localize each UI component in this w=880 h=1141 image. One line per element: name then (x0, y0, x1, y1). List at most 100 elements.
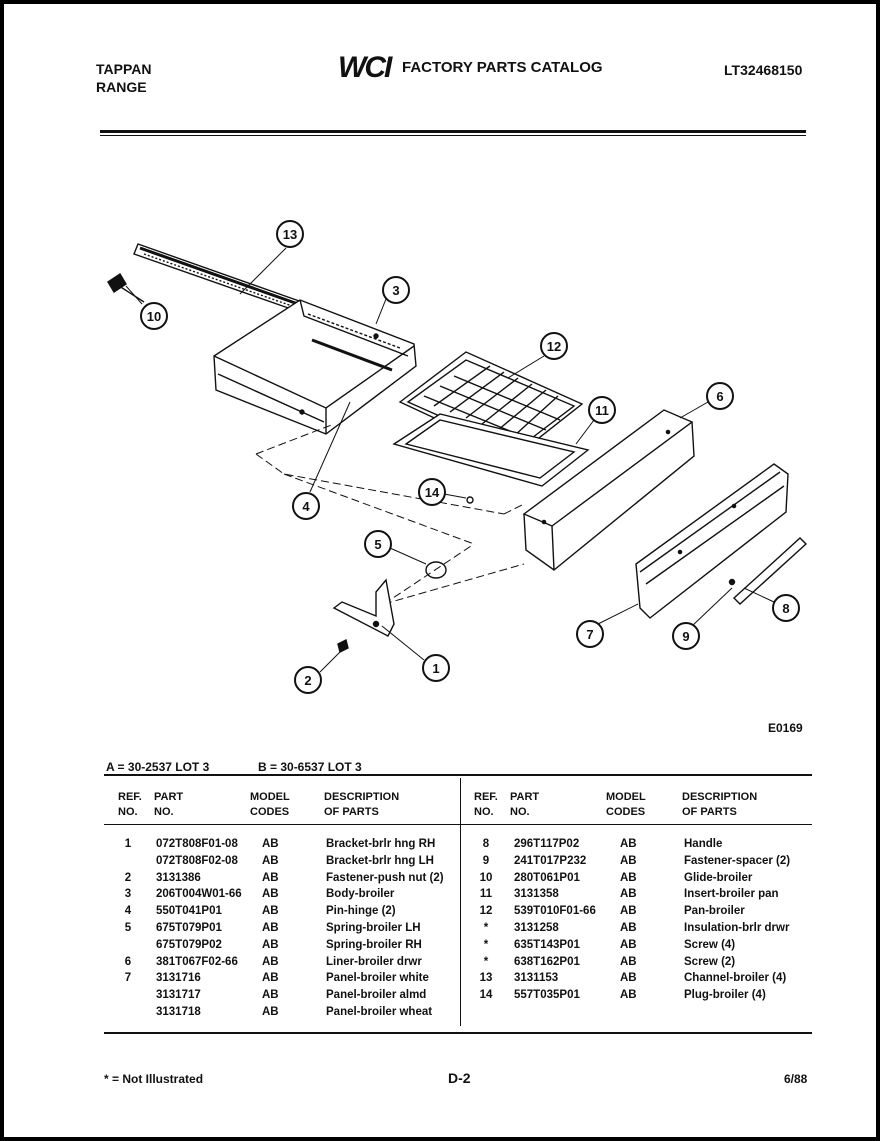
model-code-cell: AB (620, 871, 637, 884)
model-code-cell: AB (620, 989, 637, 1002)
model-code-cell: AB (262, 838, 279, 850)
ref-cell: 2 (124, 871, 132, 884)
ref-cell: * (483, 922, 489, 934)
diagram-id: E0169 (768, 721, 803, 735)
svg-text:13: 13 (283, 227, 297, 242)
description-cell: Panel-broiler wheat (326, 1006, 433, 1018)
callout-13: 13 (276, 220, 304, 248)
logo-text: WCI (338, 51, 393, 81)
svg-text:12: 12 (547, 339, 561, 354)
part-number-cell: 3131718 (156, 1006, 201, 1018)
header-ref-left: REF.NO. (118, 791, 142, 818)
model-code-cell: AB (620, 838, 637, 850)
part-number-cell: 675T079P02 (156, 938, 222, 951)
description-cell: Pin-hinge (2) (326, 905, 396, 918)
ref-cell: 11 (479, 888, 493, 901)
svg-text:4: 4 (302, 499, 310, 514)
model-code-cell: AB (620, 972, 637, 985)
description-cell: Spring-broiler RH (326, 938, 422, 951)
brand-block: TAPPAN RANGE (96, 60, 151, 96)
model-code-cell: AB (620, 905, 637, 918)
glide-broiler-part (107, 273, 145, 303)
leader-lines (125, 247, 775, 673)
ref-cell: 1 (124, 838, 132, 850)
handle-part (732, 537, 808, 605)
part-number-cell: 3131258 (514, 922, 559, 934)
description-cell: Screw (2) (684, 955, 736, 968)
insert-broiler-pan-part (392, 413, 590, 487)
ref-cell: * (483, 955, 489, 968)
channel-broiler-part (133, 243, 304, 311)
description-cell: Bracket-brlr hng RH (326, 838, 436, 850)
exploded-parts-diagram: 13 10 3 12 6 11 4 14 5 7 9 8 2 1 (107, 220, 808, 694)
svg-text:8: 8 (782, 601, 789, 616)
part-number-cell: 550T041P01 (156, 905, 222, 918)
fastener-spacer-part (728, 578, 736, 586)
description-cell: Bracket-brlr hng LH (326, 854, 434, 867)
svg-text:1: 1 (432, 661, 439, 676)
description-cell: Insert-broiler pan (684, 888, 779, 901)
svg-text:14: 14 (425, 485, 440, 500)
catalog-number: LT32468150 (724, 62, 803, 78)
ref-cell: * (483, 938, 489, 951)
description-cell: Glide-broiler (684, 871, 753, 884)
model-code-cell: AB (262, 972, 279, 985)
callout-3: 3 (382, 276, 410, 304)
description-cell: Fastener-push nut (2) (326, 871, 444, 884)
lot-a: A = 30-2537 LOT 3 (106, 760, 210, 774)
brand-name: TAPPAN (96, 61, 152, 77)
header-rule (100, 130, 806, 133)
callout-6: 6 (706, 382, 734, 410)
model-code-cell: AB (620, 888, 637, 901)
part-number-cell: 675T079P01 (156, 922, 222, 934)
parts-table (104, 774, 812, 1034)
description-cell: Plug-broiler (4) (684, 989, 766, 1002)
callout-11: 11 (588, 396, 616, 424)
ref-cell: 5 (124, 922, 132, 934)
svg-text:11: 11 (595, 403, 609, 418)
body-broiler-part (213, 299, 417, 435)
callout-14: 14 (418, 478, 446, 506)
ref-cell: 6 (124, 955, 132, 968)
description-cell: Fastener-spacer (2) (684, 854, 791, 867)
description-cell: Screw (4) (684, 938, 736, 951)
spring-broiler-part (425, 561, 447, 579)
catalog-date: 6/88 (784, 1072, 808, 1086)
product-type: RANGE (96, 79, 147, 95)
header-ref-right: REF.NO. (474, 791, 498, 818)
model-code-cell: AB (262, 955, 279, 968)
ref-cell: 4 (124, 905, 132, 918)
callout-8: 8 (772, 594, 800, 622)
part-number-cell: 3131717 (156, 989, 201, 1002)
svg-text:3: 3 (392, 283, 399, 298)
description-cell: Panel-broiler almd (326, 989, 427, 1002)
page-number: D-2 (448, 1070, 471, 1086)
callout-7: 7 (576, 620, 604, 648)
header-rule-thin (100, 135, 806, 136)
description-cell: Panel-broiler white (326, 972, 429, 985)
model-code-cell: AB (262, 888, 279, 901)
svg-text:7: 7 (586, 627, 593, 642)
part-number-cell: 3131716 (156, 972, 201, 985)
